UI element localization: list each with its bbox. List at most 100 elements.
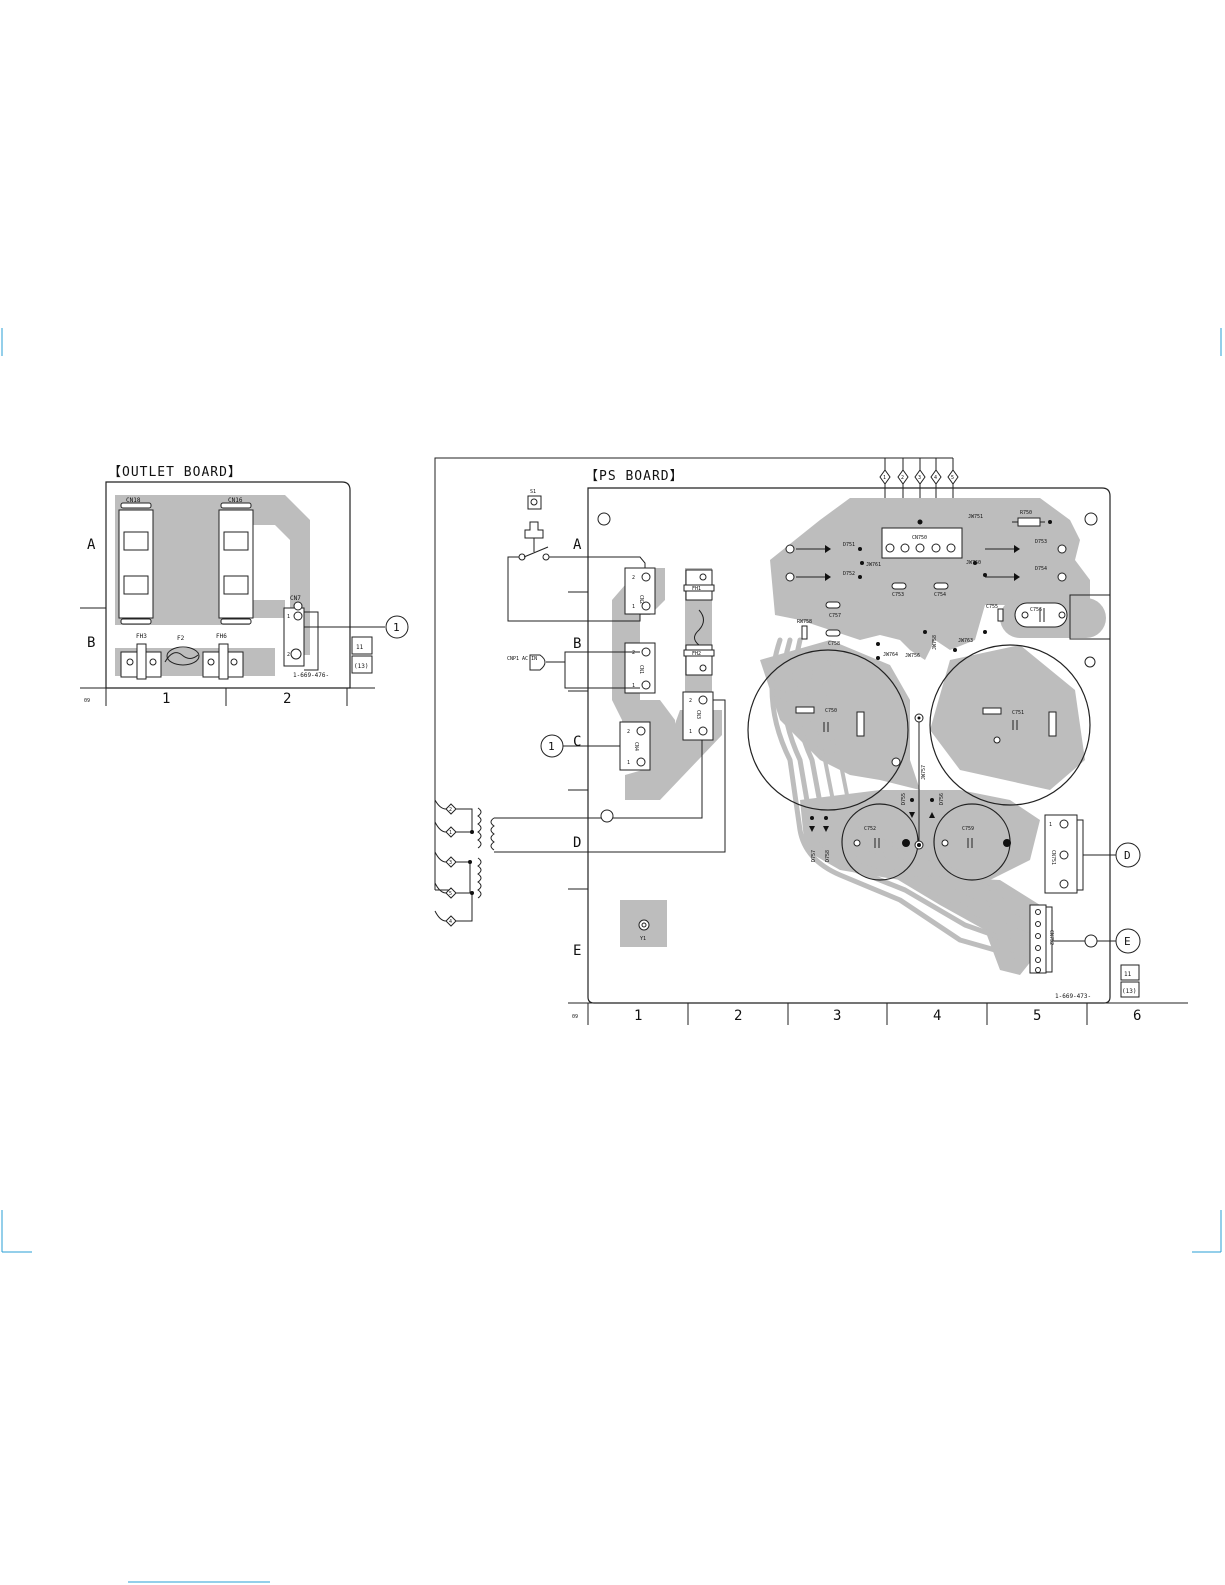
svg-text:2: 2 (734, 1008, 742, 1024)
cn18-label: CN18 (126, 497, 141, 504)
svg-text:JW757: JW757 (921, 765, 927, 780)
svg-text:4: 4 (933, 1008, 941, 1024)
svg-text:09: 09 (84, 698, 90, 704)
fh3-label: FH3 (136, 633, 147, 640)
svg-text:D755: D755 (901, 793, 907, 805)
ps-marker-d: D (1124, 849, 1131, 862)
ps-board: 【PS BOARD】 1 2 3 4 5 (434, 457, 1188, 1025)
svg-text:2: 2 (449, 807, 452, 813)
svg-text:C750: C750 (825, 708, 837, 714)
ps-marker-e: E (1124, 935, 1131, 948)
outlet-board-number: 1-669-476- (293, 672, 329, 679)
cap-c750 (747, 649, 909, 811)
svg-text:CN750: CN750 (912, 535, 927, 541)
svg-text:D: D (573, 835, 581, 851)
outlet-marker-1: 1 (393, 621, 400, 634)
svg-text:CN752: CN752 (1048, 930, 1054, 945)
svg-text:11: 11 (1124, 971, 1132, 978)
svg-text:C757: C757 (829, 613, 841, 619)
svg-text:B: B (573, 636, 581, 652)
connectors-right: CN751 1 D CN752 E (1029, 814, 1141, 974)
svg-text:C759: C759 (962, 826, 974, 832)
outlet-board-title: 【OUTLET BOARD】 (108, 465, 242, 480)
f2-label: F2 (177, 635, 185, 642)
svg-text:5: 5 (449, 891, 452, 897)
svg-text:1: 1 (287, 614, 290, 620)
svg-text:C754: C754 (934, 592, 946, 598)
svg-text:FH1: FH1 (692, 586, 701, 592)
svg-text:Y1: Y1 (640, 936, 646, 942)
svg-text:4: 4 (449, 919, 452, 925)
svg-text:R750: R750 (1020, 510, 1032, 516)
svg-text:2: 2 (287, 652, 290, 658)
svg-text:1: 1 (449, 830, 452, 836)
svg-text:CN2: CN2 (638, 595, 644, 604)
top-component-block: CN750 JW751 R750 D751 D752 D753 D7 (785, 510, 1111, 660)
svg-text:(13): (13) (1122, 988, 1136, 995)
svg-text:C751: C751 (1012, 710, 1024, 716)
svg-text:JW751: JW751 (968, 514, 983, 520)
ps-board-number: 1-669-473- (1055, 993, 1091, 1000)
svg-text:2: 2 (283, 691, 291, 707)
ps-traces (612, 498, 1106, 975)
svg-text:A: A (573, 537, 582, 553)
svg-text:C755: C755 (986, 604, 998, 610)
svg-text:1: 1 (1049, 822, 1052, 828)
svg-text:E: E (573, 943, 581, 959)
fh6-label: FH6 (216, 633, 227, 640)
fuse-holders: FH1 FH2 (683, 569, 715, 676)
svg-text:CN4: CN4 (633, 742, 639, 751)
svg-text:JW763: JW763 (958, 638, 973, 644)
cn7-label: CN7 (290, 595, 301, 602)
svg-text:C752: C752 (864, 826, 876, 832)
connectors-left: CN2 2 1 CN1 2 1 CN4 2 1 CN3 2 1 (619, 567, 714, 771)
svg-text:1: 1 (883, 475, 886, 481)
svg-text:JW756: JW756 (905, 653, 920, 659)
mounting-holes (597, 512, 1098, 948)
cap-c751 (929, 644, 1091, 806)
svg-text:C753: C753 (892, 592, 904, 598)
svg-text:2: 2 (901, 475, 904, 481)
svg-text:3: 3 (833, 1008, 841, 1024)
svg-text:09: 09 (572, 1014, 578, 1020)
svg-text:JW758: JW758 (932, 635, 938, 650)
ac-in-plug: CNP1 AC IN (507, 651, 640, 689)
svg-text:C758: C758 (828, 641, 840, 647)
svg-text:5: 5 (1033, 1008, 1041, 1024)
svg-text:CN3: CN3 (695, 710, 701, 719)
svg-text:1: 1 (634, 1008, 642, 1024)
ps-marker-1: 1 (548, 740, 555, 753)
svg-text:A: A (87, 537, 96, 553)
svg-text:11: 11 (356, 644, 364, 651)
svg-text:D758: D758 (825, 850, 831, 862)
svg-text:2: 2 (689, 698, 692, 704)
svg-text:3: 3 (449, 860, 452, 866)
svg-text:B: B (87, 635, 95, 651)
svg-text:D753: D753 (1035, 539, 1047, 545)
svg-text:4: 4 (934, 475, 937, 481)
svg-text:1: 1 (632, 604, 635, 610)
svg-text:C756: C756 (1030, 607, 1042, 613)
ps-board-outline (587, 487, 1111, 1004)
svg-text:JW761: JW761 (866, 562, 881, 568)
svg-text:D757: D757 (811, 850, 817, 862)
svg-text:CN1: CN1 (638, 665, 644, 674)
svg-text:1: 1 (632, 683, 635, 689)
capacitors-main: C750 C751 JW757 C752 C759 (747, 644, 1091, 881)
svg-text:S1: S1 (530, 489, 536, 495)
ps-board-title: 【PS BOARD】 (585, 469, 684, 484)
cn16-label: CN16 (228, 497, 243, 504)
svg-text:CNP1 AC IN: CNP1 AC IN (507, 656, 537, 662)
svg-text:1: 1 (689, 729, 692, 735)
svg-text:C: C (573, 734, 581, 750)
svg-text:JW764: JW764 (883, 652, 898, 658)
svg-text:D754: D754 (1035, 566, 1047, 572)
svg-text:2: 2 (632, 575, 635, 581)
svg-text:3: 3 (918, 475, 921, 481)
svg-text:2: 2 (627, 729, 630, 735)
svg-text:6: 6 (1133, 1008, 1141, 1024)
svg-text:FH2: FH2 (692, 651, 701, 657)
svg-text:D752: D752 (843, 571, 855, 577)
transformer: 2 1 3 5 4 (434, 699, 726, 927)
